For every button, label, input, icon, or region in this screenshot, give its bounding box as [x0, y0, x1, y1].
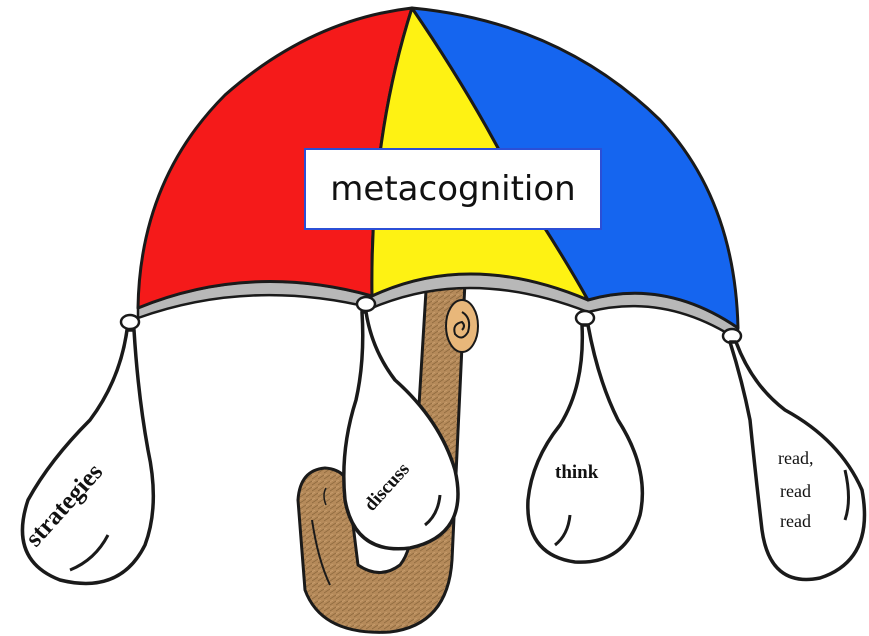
read-line-3: read	[780, 511, 811, 531]
wood-knot-swirl	[446, 300, 478, 352]
read-line-1: read,	[778, 448, 813, 468]
raindrop-think: think	[528, 325, 643, 562]
drop-label-think: think	[555, 462, 599, 483]
raindrop-read: read, read read	[730, 342, 864, 579]
read-line-2: read	[780, 481, 811, 501]
raindrop-strategies: strategies	[20, 330, 153, 583]
title-box: metacognition	[305, 149, 601, 229]
title-metacognition: metacognition	[330, 169, 575, 209]
